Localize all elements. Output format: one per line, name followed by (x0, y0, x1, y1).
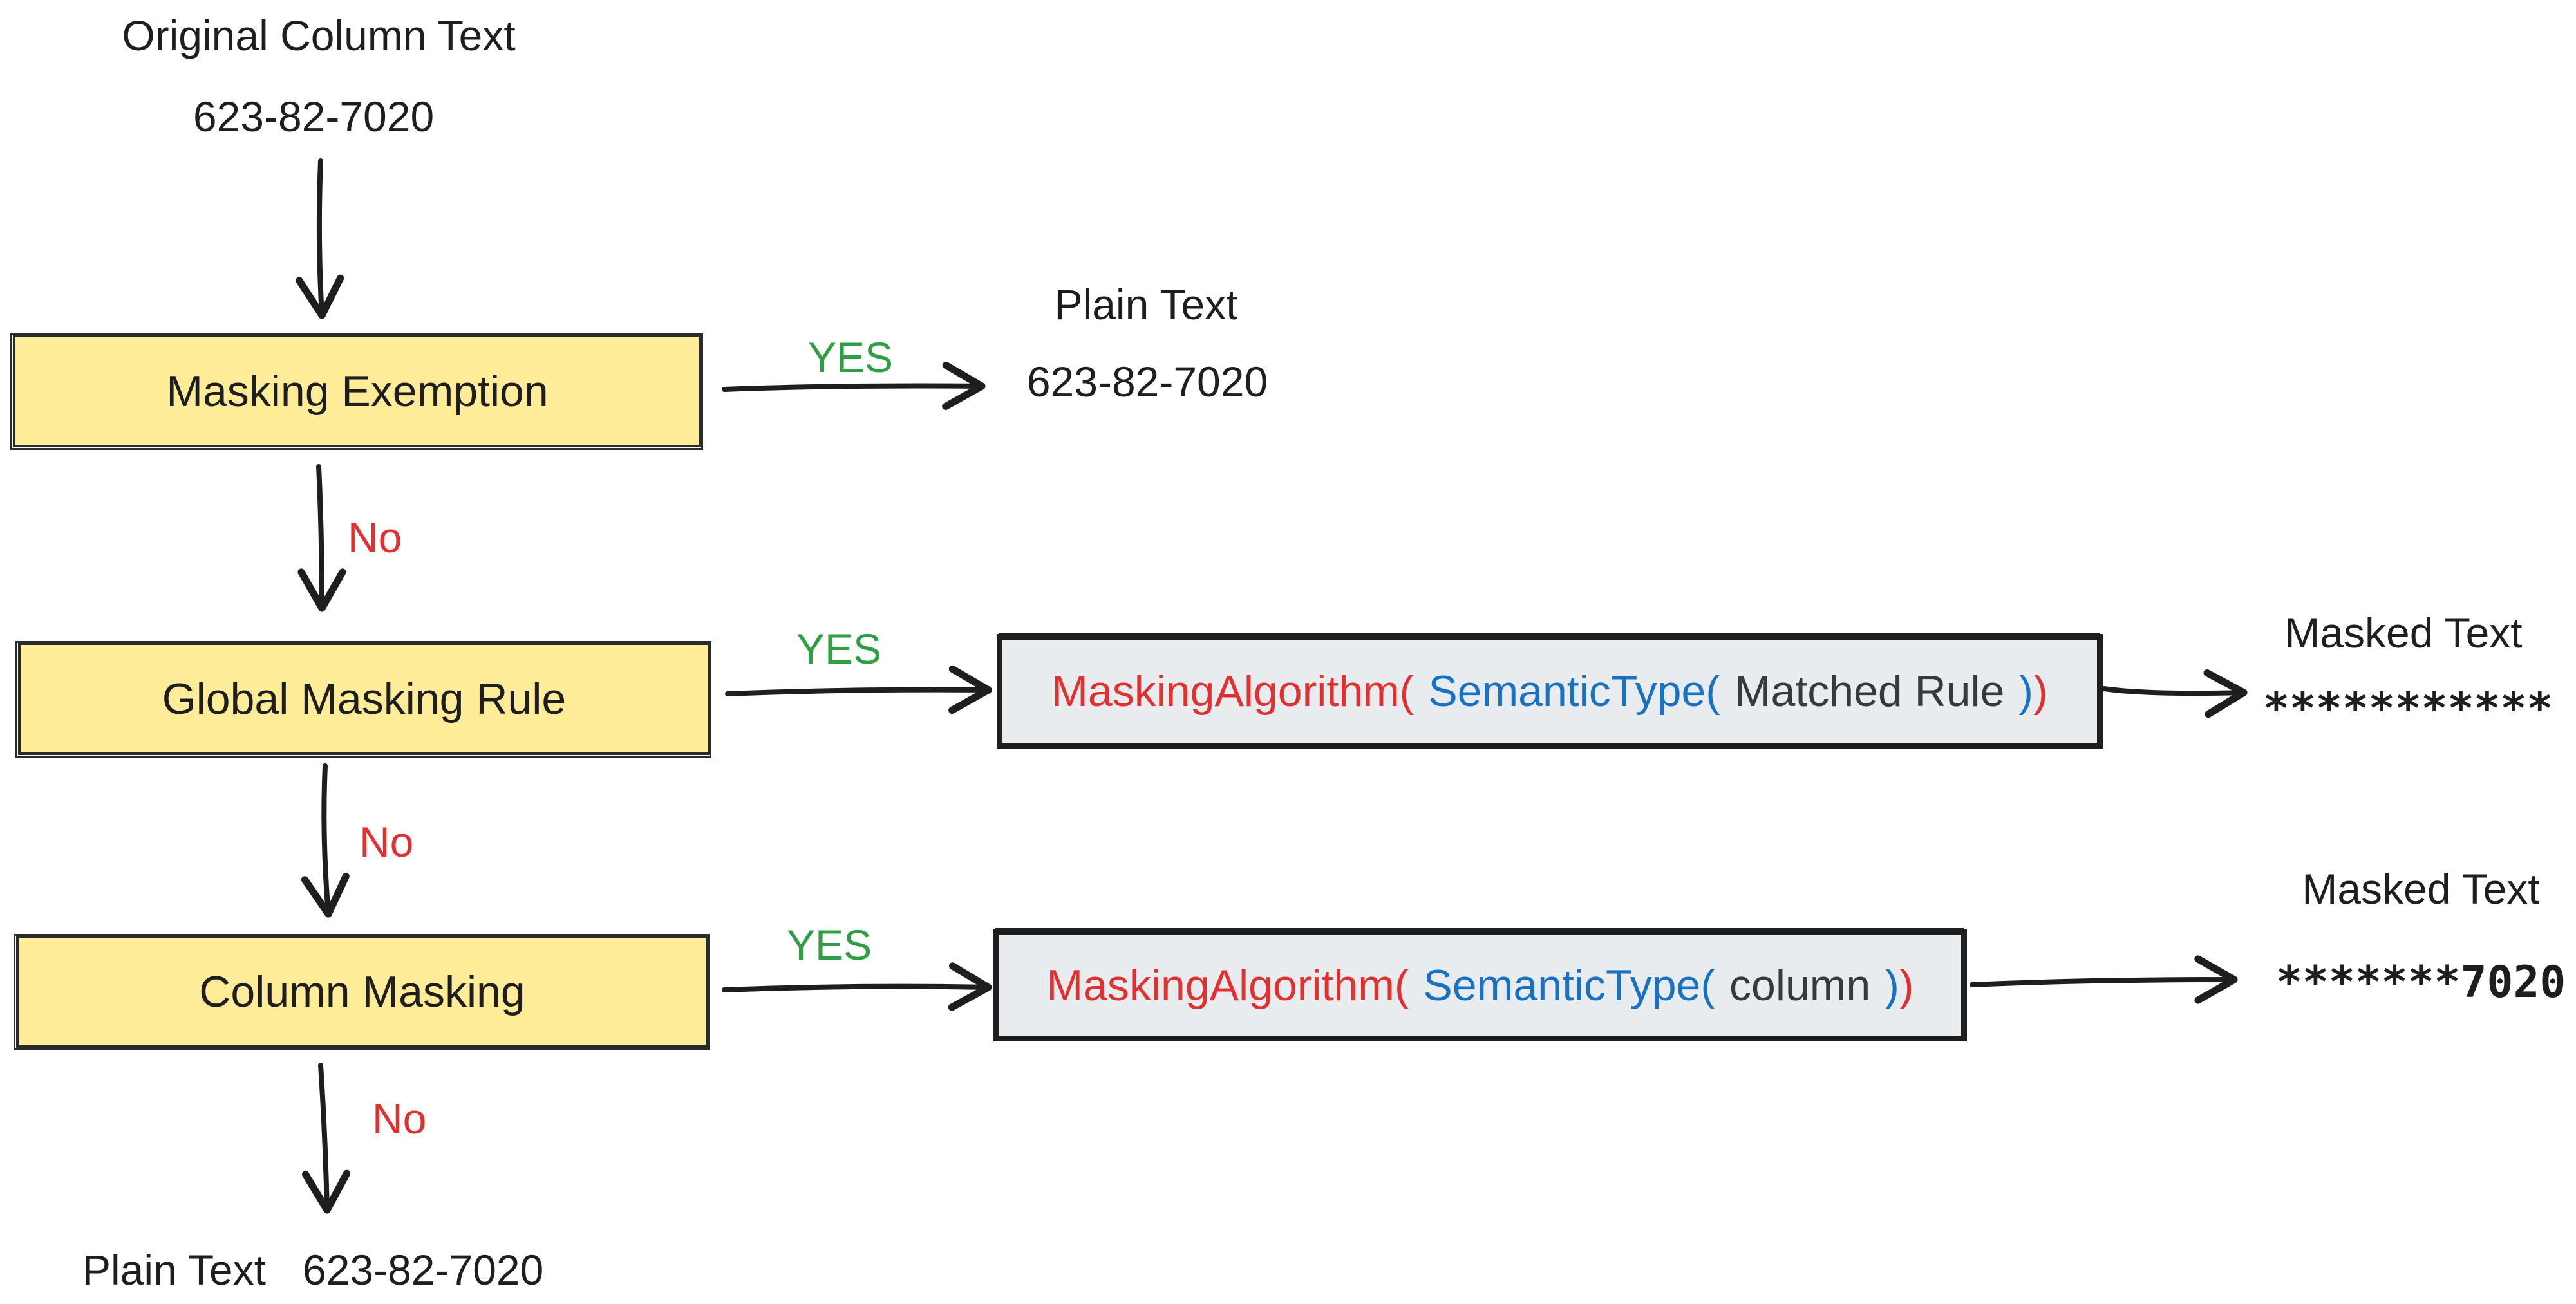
column-masked-text-title: Masked Text (2302, 865, 2540, 913)
global-masking-algorithm-box: MaskingAlgorithm( SemanticType( Matched … (997, 633, 2103, 749)
arrow-column-result (1970, 955, 2238, 1004)
column-algo-function: MaskingAlgorithm( (1046, 960, 1409, 1010)
masking-exemption-box: Masking Exemption (10, 333, 703, 450)
global-algo-semantic-type: SemanticType( (1428, 667, 1720, 716)
arrow-exemption-yes (722, 361, 986, 411)
bottom-plain-text-value: 623-82-7020 (303, 1246, 544, 1294)
global-algo-function: MaskingAlgorithm( (1051, 667, 1415, 716)
global-algo-argument: Matched Rule (1734, 667, 2005, 716)
global-masked-text-title: Masked Text (2284, 609, 2523, 657)
bottom-plain-text-title: Plain Text (82, 1246, 266, 1294)
arrow-top-to-exemption (296, 158, 344, 319)
column-yes-label: YES (787, 921, 872, 969)
arrow-global-no (301, 763, 350, 918)
column-masking-box: Column Masking (14, 934, 710, 1050)
global-masking-rule-label: Global Masking Rule (162, 674, 567, 723)
column-masking-label: Column Masking (199, 967, 525, 1016)
exemption-yes-label: YES (808, 333, 894, 381)
column-masked-text-value: *******7020 (2276, 957, 2566, 1008)
masking-exemption-label: Masking Exemption (166, 366, 549, 416)
global-no-label: No (359, 818, 414, 866)
arrow-column-no (302, 1063, 351, 1214)
arrow-exemption-no (297, 464, 346, 612)
exemption-plain-text-value: 623-82-7020 (1026, 358, 1268, 405)
original-column-text-label: Original Column Text (122, 12, 516, 59)
global-yes-label: YES (796, 625, 882, 673)
column-no-label: No (372, 1095, 427, 1142)
global-algo-type-close: ) (2018, 667, 2034, 716)
arrow-global-result (2101, 669, 2248, 718)
column-algo-argument: column (1729, 960, 1871, 1010)
exemption-no-label: No (348, 514, 402, 561)
column-algo-semantic-type: SemanticType( (1423, 960, 1716, 1010)
column-algo-type-close: ) (1885, 960, 1899, 1010)
column-masking-algorithm-box: MaskingAlgorithm( SemanticType( column )… (993, 928, 1967, 1041)
global-masked-text-value: *********** (2263, 684, 2553, 734)
arrow-column-yes (722, 962, 992, 1011)
exemption-plain-text-title: Plain Text (1054, 281, 1238, 328)
original-column-value: 623-82-7020 (193, 93, 435, 140)
global-algo-function-close: ) (2033, 667, 2048, 716)
global-masking-rule-box: Global Masking Rule (15, 641, 711, 758)
column-algo-function-close: ) (1899, 960, 1914, 1010)
arrow-global-yes (725, 665, 992, 714)
